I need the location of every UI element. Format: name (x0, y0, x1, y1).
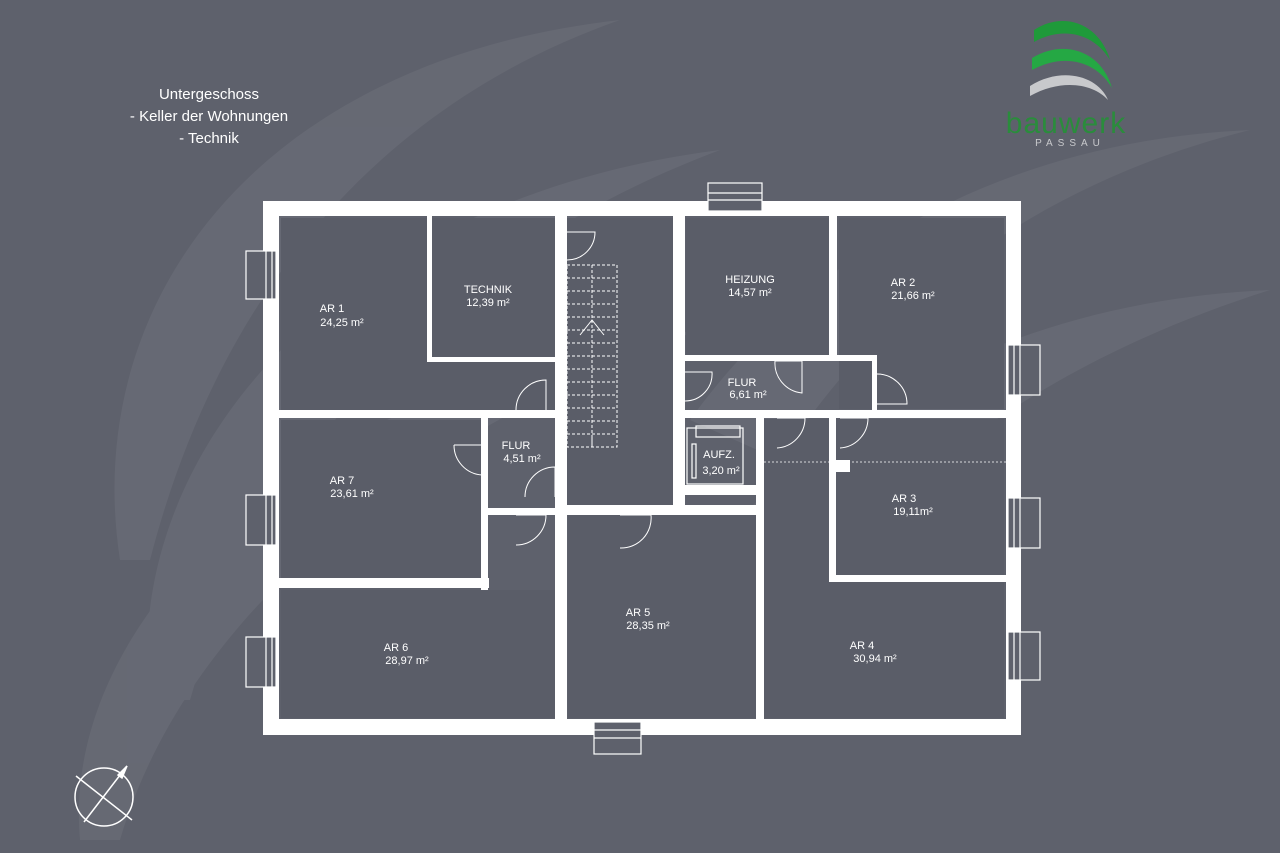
room-ar1-area: 24,25 m² (320, 317, 364, 329)
logo-swoosh-grey (1030, 75, 1108, 100)
door-ar7 (453, 444, 483, 476)
floor-subtitle-2: - Technik (179, 130, 239, 147)
door-ar1 (515, 379, 547, 411)
room-technik-name: TECHNIK (464, 284, 513, 296)
room-aufzug-name: AUFZ. (703, 449, 735, 461)
room-ar5-area: 28,35 m² (626, 620, 670, 632)
floor-title-block: Untergeschoss - Keller der Wohnungen - T… (100, 84, 318, 150)
window-bottom (593, 721, 642, 755)
room-ar6-area: 28,97 m² (385, 655, 429, 667)
room-ar1-name: AR 1 (320, 303, 344, 315)
floor-title: Untergeschoss (158, 86, 260, 103)
doors (453, 231, 908, 549)
door-technik-stair (566, 231, 596, 261)
room-ar4-name: AR 4 (850, 640, 874, 652)
door-heizung (774, 360, 803, 394)
compass-icon (74, 765, 134, 827)
room-ar3-area: 19,11m² (893, 506, 933, 518)
door-ar2 (876, 373, 908, 405)
window-left-3 (245, 636, 277, 688)
door-ar3-left (776, 417, 806, 449)
room-aufzug-area: 3,20 m² (702, 465, 740, 477)
room-ar5-name: AR 5 (626, 607, 650, 619)
door-ar5 (619, 514, 652, 549)
door-flur-left (524, 466, 556, 498)
logo-wordmark: bauwerk (1006, 107, 1126, 140)
logo-swoosh-green-2 (1032, 48, 1112, 88)
room-heizung-name: HEIZUNG (725, 274, 775, 286)
logo-swoosh-green-1 (1034, 21, 1110, 60)
room-ar2-name: AR 2 (891, 277, 915, 289)
door-ar3-right (839, 417, 869, 449)
room-ar7-area: 23,61 m² (330, 488, 374, 500)
staircase (566, 264, 618, 448)
room-ar2-area: 21,66 m² (891, 290, 935, 302)
interior-walls (279, 216, 1006, 719)
room-flur-top-name: FLUR (728, 377, 757, 389)
room-ar3-name: AR 3 (892, 493, 916, 505)
floor-subtitle-1: - Keller der Wohnungen (129, 108, 289, 125)
window-left-1 (245, 250, 277, 300)
bauwerk-logo: bauwerk PASSAU (1006, 21, 1126, 149)
windows (245, 182, 1041, 755)
window-right-3 (1007, 631, 1041, 681)
window-left-2 (245, 494, 277, 546)
window-right-1 (1007, 344, 1041, 396)
elevator (686, 425, 1006, 485)
window-top (707, 182, 763, 212)
room-heizung-area: 14,57 m² (728, 287, 772, 299)
window-right-2 (1007, 497, 1041, 549)
room-labels: AR 1 24,25 m² TECHNIK 12,39 m² HEIZUNG 1… (320, 274, 935, 667)
door-flur-top-left (684, 371, 713, 402)
door-flur-bottom (515, 514, 547, 546)
room-ar4-area: 30,94 m² (853, 653, 897, 665)
room-ar7-name: AR 7 (330, 475, 354, 487)
logo-city: PASSAU (1035, 138, 1105, 149)
room-flur-left-name: FLUR (502, 440, 531, 452)
room-fills (281, 218, 1004, 718)
room-technik-area: 12,39 m² (466, 297, 510, 309)
room-flur-top-area: 6,61 m² (729, 389, 767, 401)
room-flur-left-area: 4,51 m² (503, 453, 541, 465)
room-ar6-name: AR 6 (384, 642, 408, 654)
